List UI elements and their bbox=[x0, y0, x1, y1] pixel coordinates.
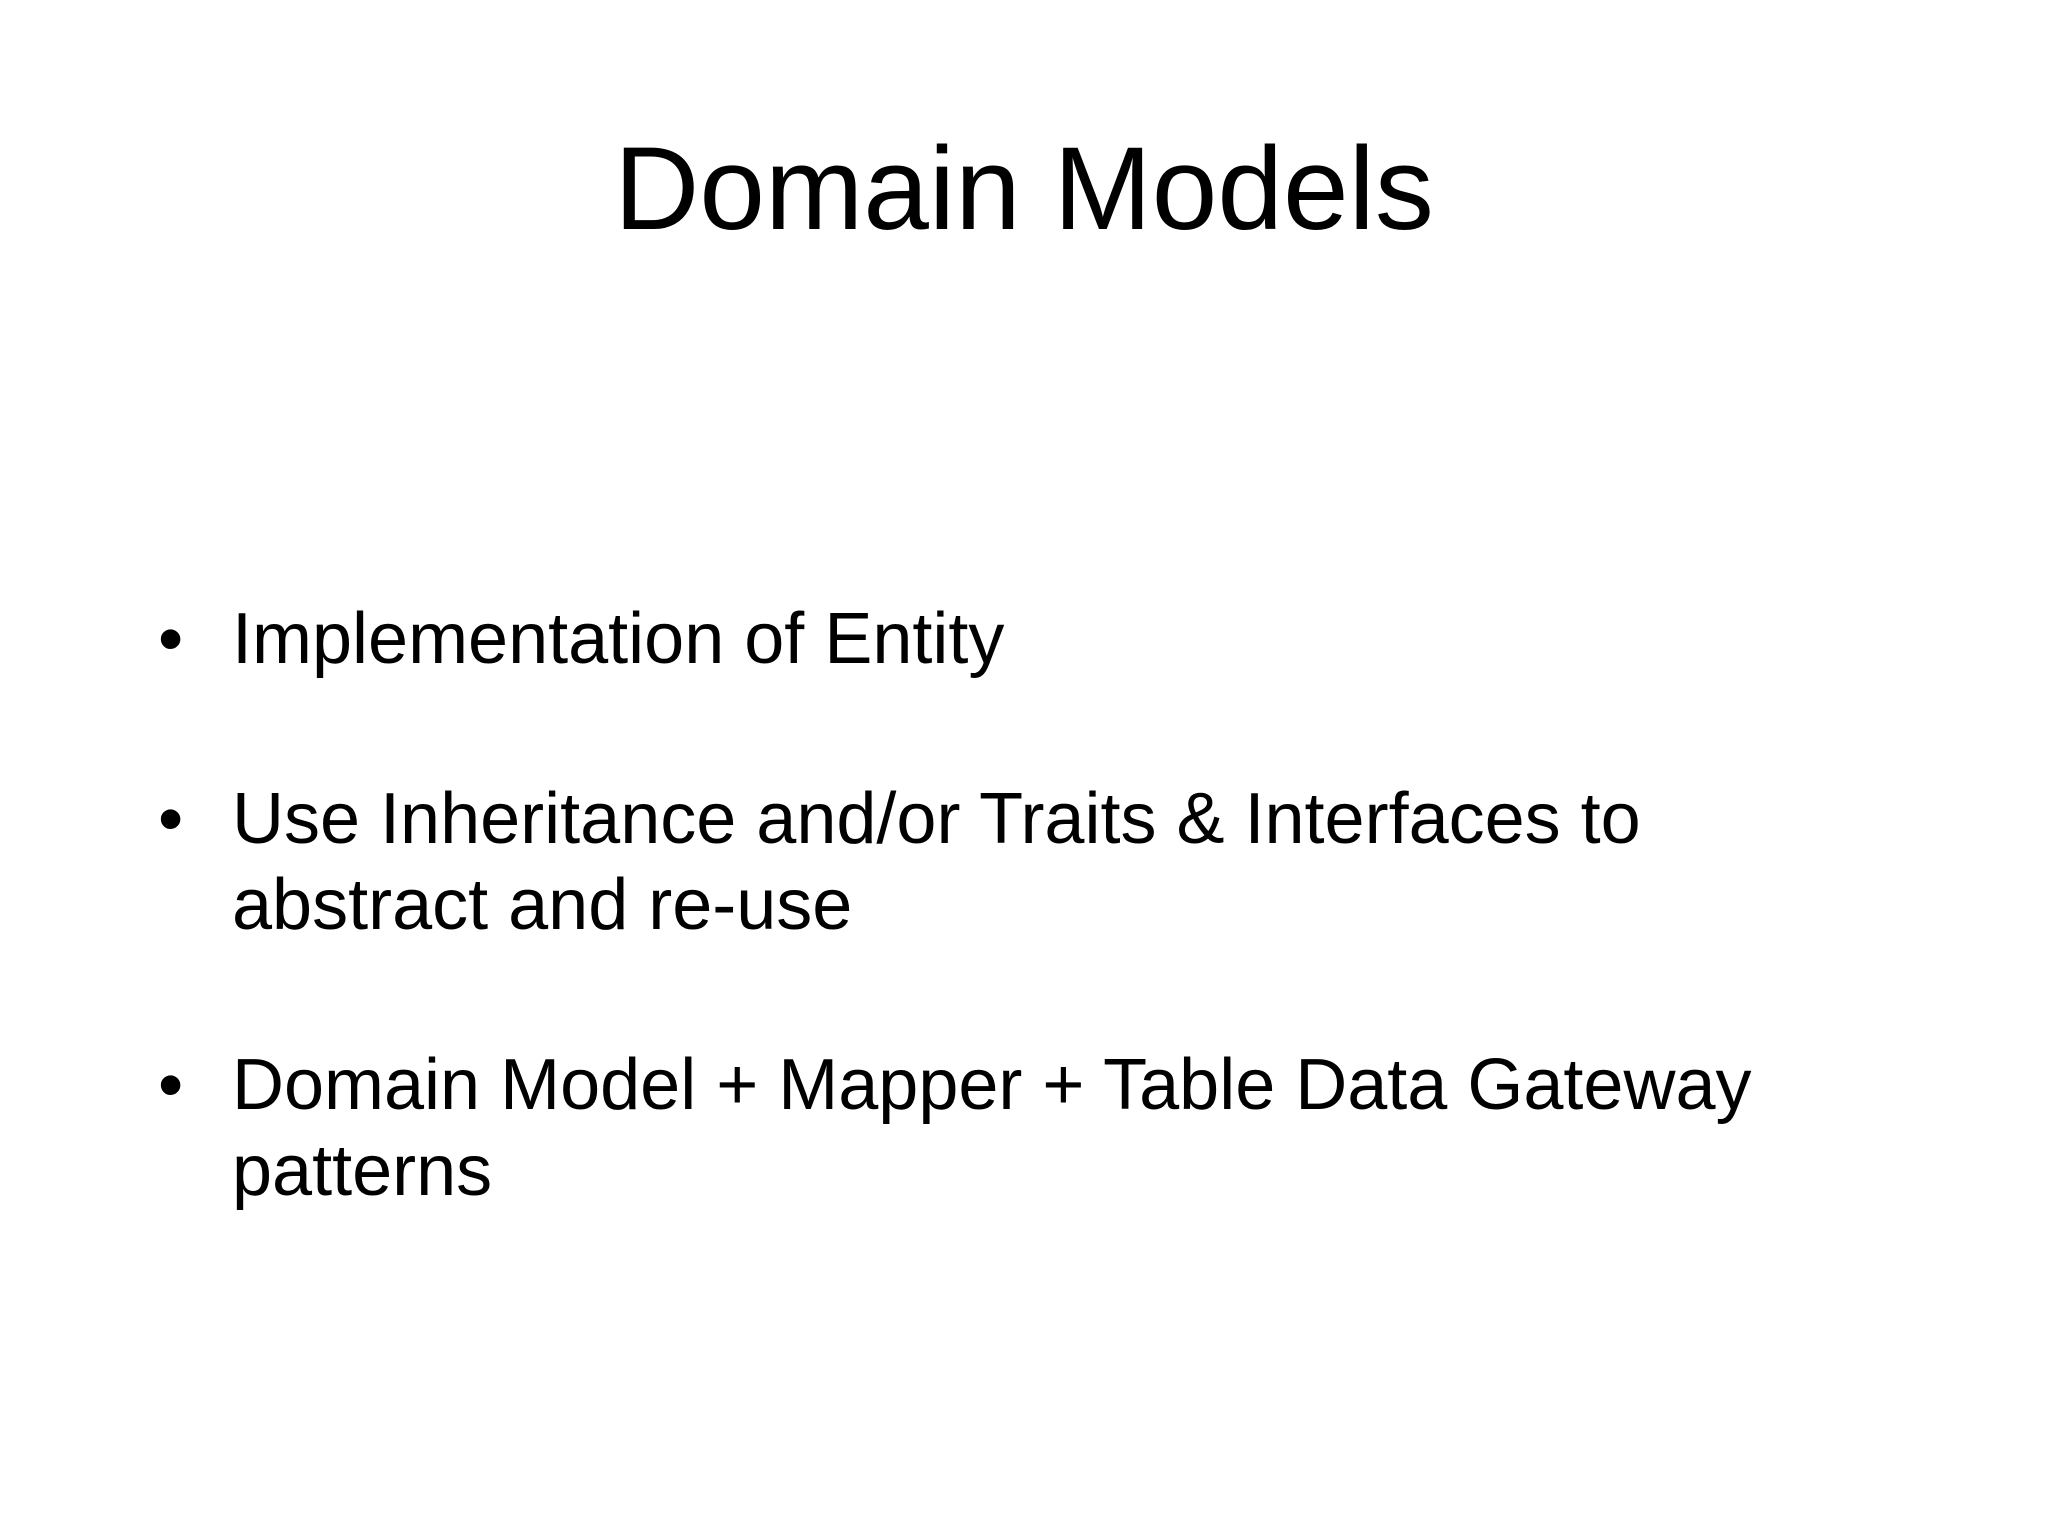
bullet-point-icon: • bbox=[158, 779, 184, 859]
bullet-point-icon: • bbox=[158, 1045, 184, 1125]
list-item: • Use Inheritance and/or Traits & Interf… bbox=[150, 776, 1880, 948]
list-item-text: Domain Model + Mapper + Table Data Gatew… bbox=[232, 1045, 1752, 1211]
page-title: Domain Models bbox=[614, 123, 1434, 255]
list-item-text: Use Inheritance and/or Traits & Interfac… bbox=[232, 779, 1641, 945]
bullet-point-icon: • bbox=[158, 599, 184, 679]
list-item: • Implementation of Entity bbox=[150, 596, 1880, 682]
list-item-text: Implementation of Entity bbox=[232, 599, 1005, 679]
list-item: • Domain Model + Mapper + Table Data Gat… bbox=[150, 1042, 1880, 1214]
bullet-list: • Implementation of Entity • Use Inherit… bbox=[150, 596, 1880, 1214]
